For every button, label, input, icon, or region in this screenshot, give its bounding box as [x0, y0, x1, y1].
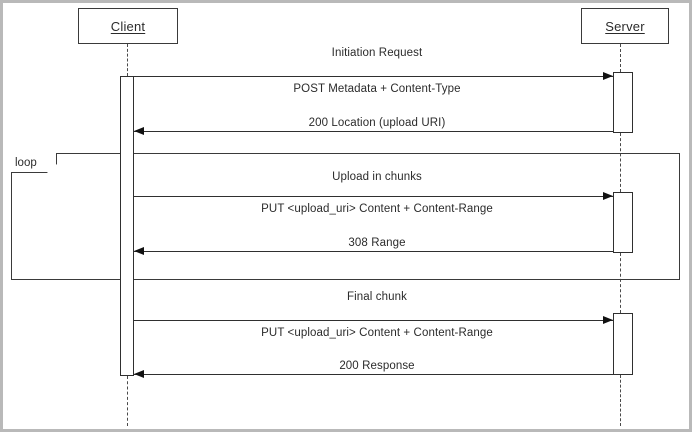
message-label-m6: 200 Response	[339, 360, 415, 372]
participant-client[interactable]: Client	[78, 8, 178, 44]
participant-server-label: Server	[605, 18, 645, 34]
section-label-final: Final chunk	[347, 291, 407, 303]
message-line-m6[interactable]	[134, 374, 613, 375]
message-label-m5: PUT <upload_uri> Content + Content-Range	[261, 327, 493, 339]
section-label-chunks: Upload in chunks	[332, 171, 422, 183]
lifeline-server-seg2	[620, 133, 621, 192]
lifeline-server-seg4	[620, 375, 621, 426]
lifeline-server-seg3	[620, 253, 621, 313]
message-label-m4: 308 Range	[348, 237, 406, 249]
fragment-loop-operator: loop	[11, 153, 57, 173]
message-arrowhead-m4	[134, 246, 144, 255]
activation-server-3	[613, 313, 633, 375]
message-arrowhead-m5	[603, 315, 613, 324]
lifeline-client-top	[127, 44, 128, 76]
activation-server-1	[613, 72, 633, 133]
message-line-m2[interactable]	[134, 131, 613, 132]
message-arrowhead-m1	[603, 71, 613, 80]
activation-server-2	[613, 192, 633, 253]
activation-client	[120, 76, 134, 376]
message-line-m4[interactable]	[134, 251, 613, 252]
message-arrowhead-m6	[134, 369, 144, 378]
message-line-m1[interactable]	[133, 76, 613, 77]
message-line-m5[interactable]	[133, 320, 613, 321]
lifeline-client-bottom	[127, 376, 128, 426]
message-label-m2: 200 Location (upload URI)	[308, 117, 446, 129]
section-label-initiation: Initiation Request	[331, 47, 423, 59]
participant-client-label: Client	[110, 18, 146, 34]
lifeline-server-seg1	[620, 44, 621, 72]
message-arrowhead-m2	[134, 126, 144, 135]
participant-server[interactable]: Server	[581, 8, 669, 44]
message-line-m3[interactable]	[133, 196, 613, 197]
fragment-loop	[11, 153, 680, 280]
message-label-m1: POST Metadata + Content-Type	[293, 83, 461, 95]
message-arrowhead-m3	[603, 191, 613, 200]
message-label-m3: PUT <upload_uri> Content + Content-Range	[261, 203, 493, 215]
